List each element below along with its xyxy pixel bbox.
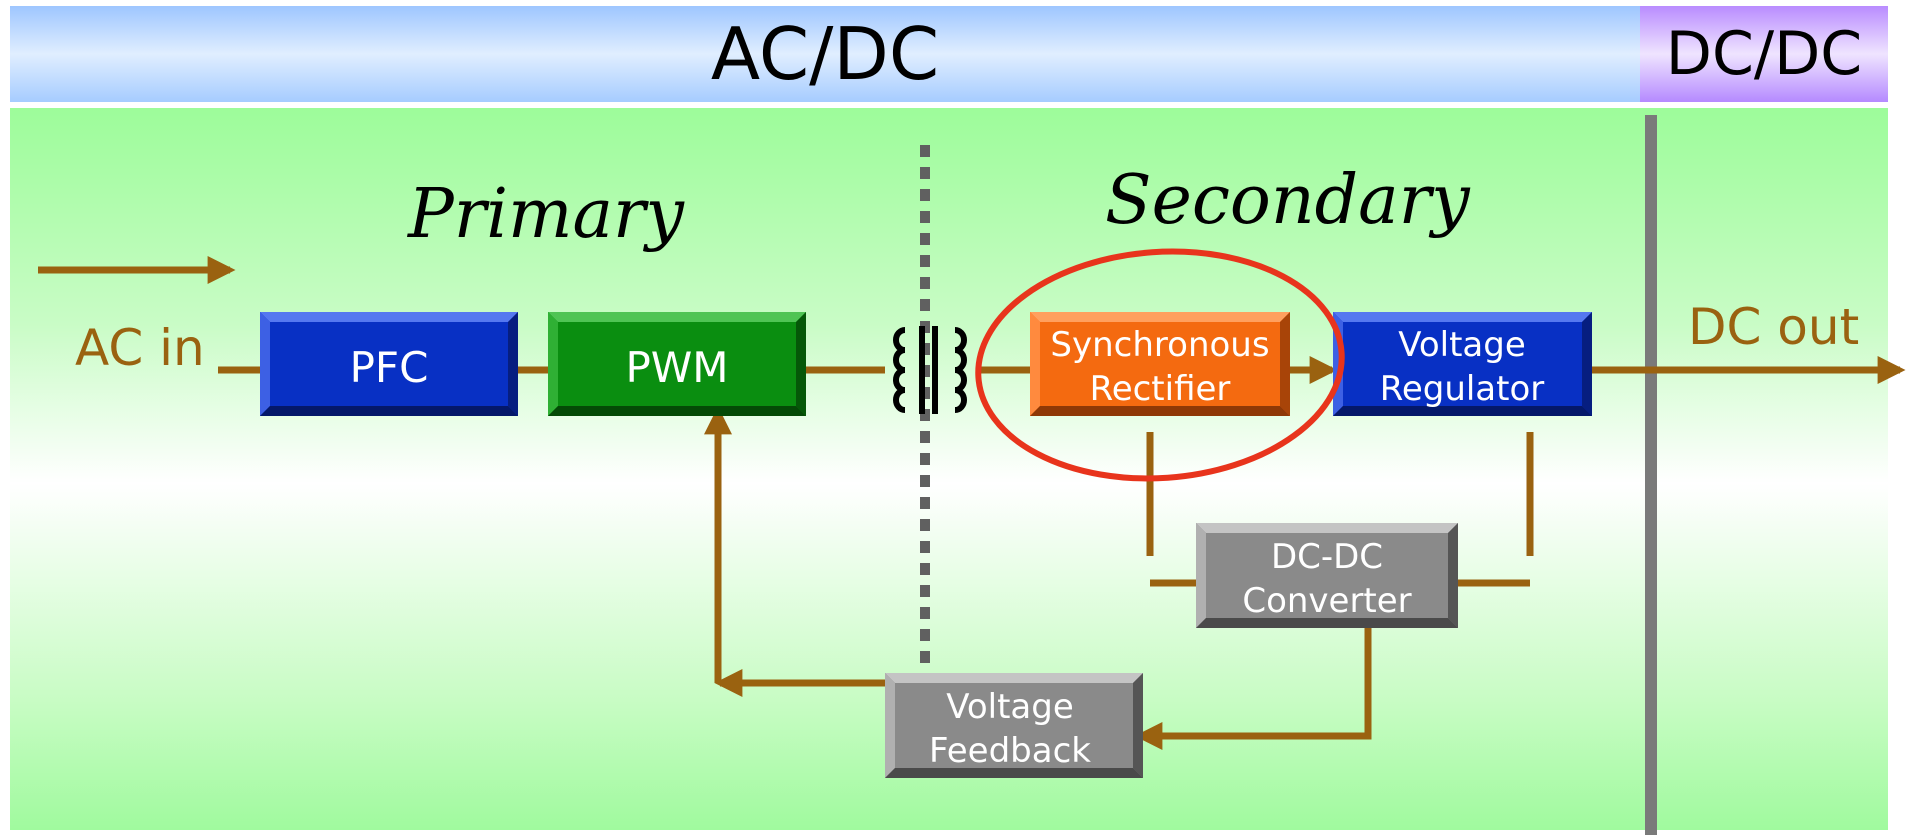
dc-dc-title: DC/DC <box>1665 19 1863 89</box>
highlight-circle <box>975 248 1345 482</box>
dcdc-line1: DC-DC <box>1271 537 1383 577</box>
vfb-line2: Feedback <box>929 731 1091 771</box>
dc-out-label: DC out <box>1688 298 1859 356</box>
vreg-line2: Regulator <box>1380 369 1545 409</box>
pfc-block: PFC <box>260 312 518 416</box>
sync-rect-line1: Synchronous <box>1050 325 1269 365</box>
signal-wires <box>38 256 1906 750</box>
ac-in-label: AC in <box>75 319 205 377</box>
secondary-label: Secondary <box>1105 161 1471 240</box>
ac-dc-header: AC/DC <box>10 6 1640 102</box>
ac-dc-title: AC/DC <box>710 12 940 96</box>
pwm-label: PWM <box>625 343 728 392</box>
synchronous-rectifier-block: Synchronous Rectifier <box>1030 312 1290 416</box>
dcdc-line2: Converter <box>1242 581 1411 621</box>
transformer-icon <box>893 326 967 414</box>
sync-rect-line2: Rectifier <box>1090 369 1231 409</box>
vfb-line1: Voltage <box>946 687 1074 727</box>
pwm-block: PWM <box>548 312 806 416</box>
dc-dc-header: DC/DC <box>1640 6 1888 102</box>
voltage-regulator-block: Voltage Regulator <box>1333 312 1592 416</box>
pfc-label: PFC <box>350 343 429 392</box>
voltage-feedback-block: Voltage Feedback <box>885 673 1143 778</box>
vreg-line1: Voltage <box>1398 325 1526 365</box>
primary-label: Primary <box>406 175 686 254</box>
wire-dcdc-feedback <box>1134 625 1372 750</box>
dc-dc-converter-block: DC-DC Converter <box>1196 523 1458 628</box>
